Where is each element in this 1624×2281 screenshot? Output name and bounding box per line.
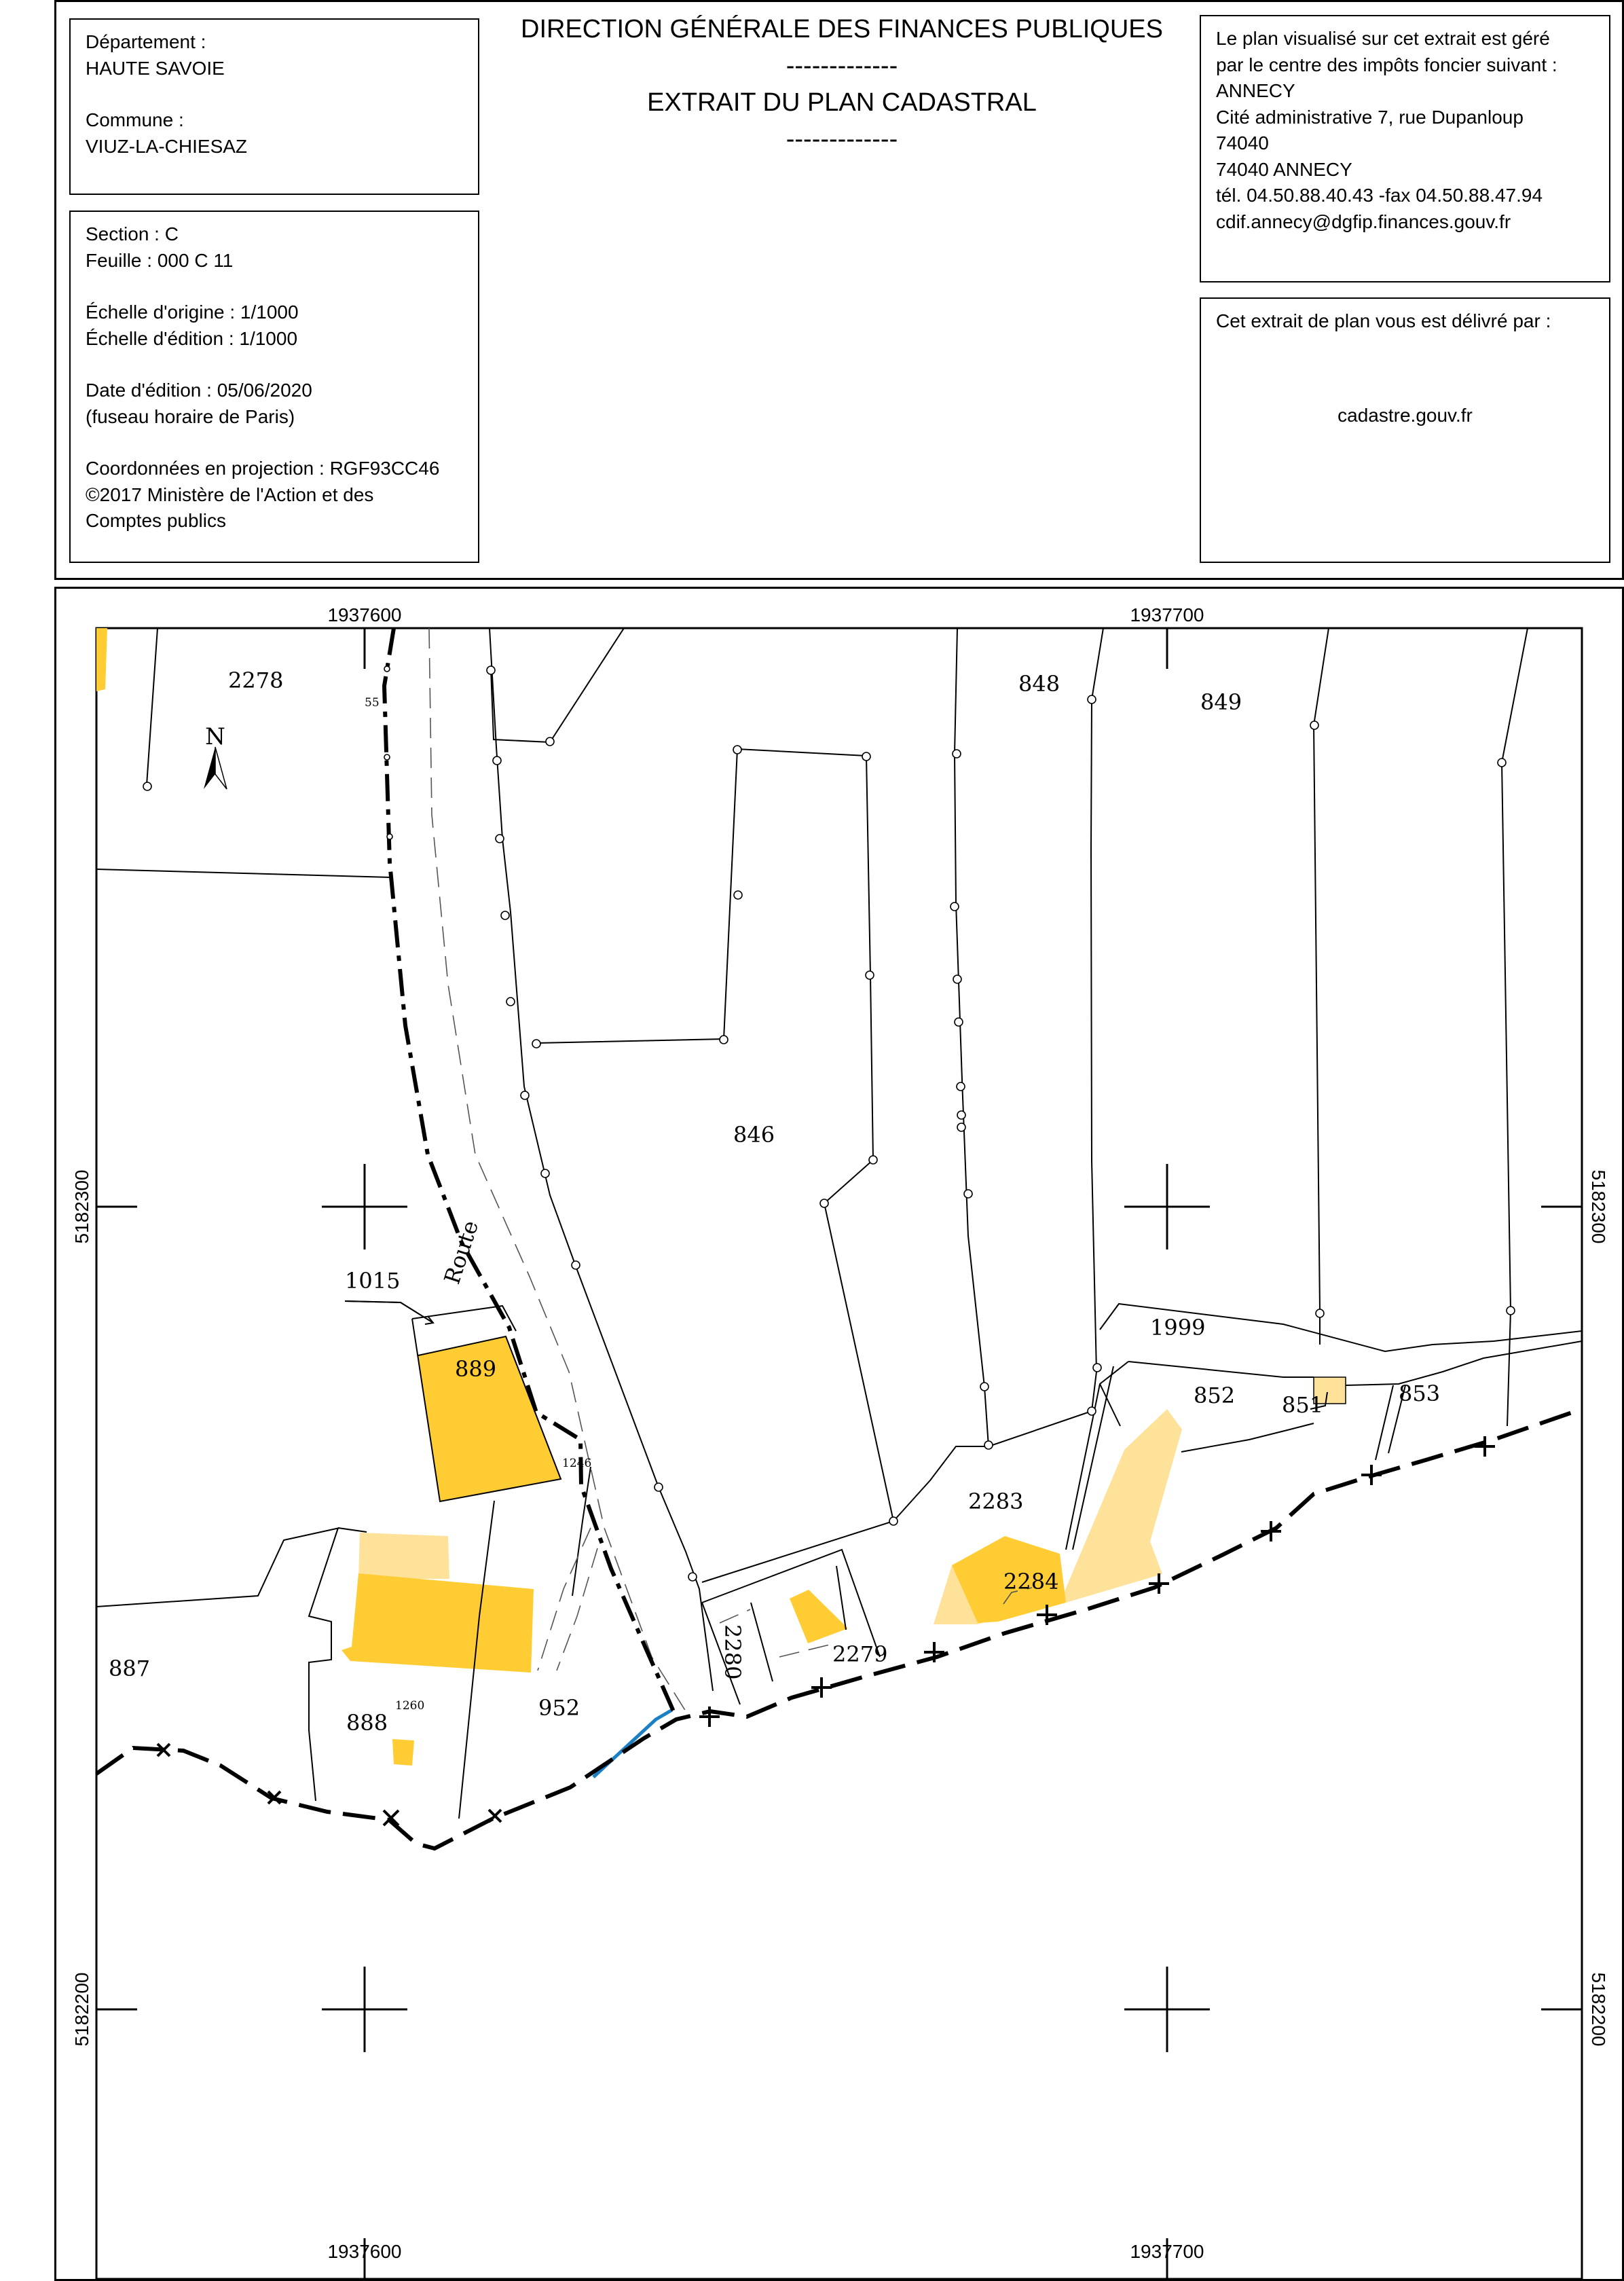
parcel-label: 853 (1399, 1381, 1440, 1406)
arrow-1015-head (424, 1315, 435, 1325)
small-lot-label: 1246 (562, 1457, 591, 1470)
boundary-markers (143, 665, 1515, 1582)
parcel-label: 889 (455, 1356, 496, 1382)
arrow-1015 (344, 1300, 434, 1324)
parcel-label: 849 (1200, 689, 1242, 715)
road-label: Route (439, 1218, 483, 1288)
title-dashes-top: ------------- (786, 52, 898, 80)
title-extract: EXTRAIT DU PLAN CADASTRAL (647, 88, 1037, 117)
coord-y-left-top: 5182300 (71, 1169, 92, 1243)
building-2279 (790, 1590, 848, 1643)
water-stream (592, 1708, 673, 1778)
parcel-label: 852 (1194, 1383, 1235, 1408)
north-label: N (205, 723, 225, 750)
department-box: Département : HAUTE SAVOIE Commune : VIU… (69, 18, 479, 195)
parcel-label: 887 (109, 1656, 150, 1681)
section-value: Section : C (86, 223, 179, 244)
department-value: HAUTE SAVOIE (86, 57, 225, 79)
timezone-note: (fuseau horaire de Paris) (86, 405, 295, 427)
department-label: Département : (86, 31, 206, 52)
parcel-label: 952 (538, 1695, 580, 1721)
grid-crosshairs (96, 628, 1582, 2279)
title-block: DIRECTION GÉNÉRALE DES FINANCES PUBLIQUE… (489, 11, 1195, 158)
delivered-by: cadastre.gouv.fr (1337, 404, 1473, 426)
parcel-label: 1999 (1150, 1315, 1205, 1340)
building-887-light (358, 1533, 449, 1579)
parcel-label: 851 (1282, 1392, 1323, 1418)
parcel-label: 888 (346, 1710, 388, 1736)
building-2284-light (934, 1409, 1182, 1624)
coord-x-top-left: 1937600 (327, 604, 401, 625)
section-boundary-crosses (156, 1436, 1495, 1827)
tax-center-line: 74040 ANNECY (1216, 158, 1352, 180)
tax-center-line: Cité administrative 7, rue Dupanloup (1216, 106, 1524, 128)
tax-center-line: par le centre des impôts foncier suivant… (1216, 54, 1557, 75)
small-lot-label: 1260 (395, 1699, 424, 1713)
coord-x-top-right: 1937700 (1130, 604, 1204, 625)
buildings (96, 628, 1346, 1766)
arrow-851 (1310, 1391, 1328, 1410)
commune-label: Commune : (86, 109, 184, 130)
delivery-box: Cet extrait de plan vous est délivré par… (1200, 297, 1610, 563)
section-info-box: Section : C Feuille : 000 C 11 Échelle d… (69, 211, 479, 563)
parcel-label: 2278 (228, 668, 283, 693)
copyright-line: Comptes publics (86, 510, 226, 531)
title-directorate: DIRECTION GÉNÉRALE DES FINANCES PUBLIQUE… (521, 15, 1163, 43)
parcel-boundaries (96, 628, 1582, 1819)
tax-center-line: Le plan visualisé sur cet extrait est gé… (1216, 28, 1550, 49)
parcel-label: 1015 (345, 1268, 400, 1294)
tax-center-line: ANNECY (1216, 80, 1295, 101)
building-888-small (392, 1739, 414, 1766)
title-dashes-bottom: ------------- (786, 125, 898, 153)
edition-date: Date d'édition : 05/06/2020 (86, 380, 312, 401)
edition-scale: Échelle d'édition : 1/1000 (86, 327, 298, 349)
section-boundary (96, 1407, 1582, 1851)
tax-center-line: 74040 (1216, 132, 1269, 153)
parcel-label: 846 (733, 1122, 775, 1148)
delivered-label: Cet extrait de plan vous est délivré par… (1216, 310, 1551, 331)
parcel-label: 2279 (832, 1641, 887, 1667)
building-parcel-2278-edge (96, 628, 107, 691)
sheet-value: Feuille : 000 C 11 (86, 249, 234, 271)
parcel-label-rotated: 2280 (720, 1624, 745, 1679)
header-frame (54, 0, 1624, 580)
tax-center-line: tél. 04.50.88.40.43 -fax 04.50.88.47.94 (1216, 185, 1543, 206)
north-arrow (204, 746, 227, 790)
copyright-line: ©2017 Ministère de l'Action et des (86, 483, 374, 505)
projection-coords: Coordonnées en projection : RGF93CC46 (86, 458, 440, 479)
tax-center-box: Le plan visualisé sur cet extrait est gé… (1200, 15, 1610, 282)
building-851 (1313, 1376, 1346, 1404)
building-889 (418, 1336, 561, 1501)
tax-center-email: cdif.annecy@dgfip.finances.gouv.fr (1216, 211, 1511, 232)
parcel-label: 2283 (968, 1489, 1023, 1514)
parcel-label: 848 (1018, 671, 1060, 697)
small-lot-label: 55 (365, 696, 380, 710)
coord-x-bottom-right: 1937700 (1130, 2241, 1204, 2262)
origin-scale: Échelle d'origine : 1/1000 (86, 302, 299, 323)
coord-y-right-bottom: 5182200 (1588, 1972, 1609, 2046)
commune-boundary (382, 628, 676, 1713)
coord-x-bottom-left: 1937600 (327, 2241, 401, 2262)
coord-y-right-top: 5182300 (1588, 1169, 1609, 1243)
building-887 (342, 1573, 534, 1673)
building-2284 (952, 1536, 1066, 1623)
map-border (95, 627, 1583, 2280)
commune-value: VIUZ-LA-CHIESAZ (86, 135, 248, 157)
dashed-road-edges (428, 628, 1033, 1712)
coord-y-left-bottom: 5182200 (71, 1972, 92, 2046)
parcel-label: 2284 (1003, 1569, 1058, 1594)
